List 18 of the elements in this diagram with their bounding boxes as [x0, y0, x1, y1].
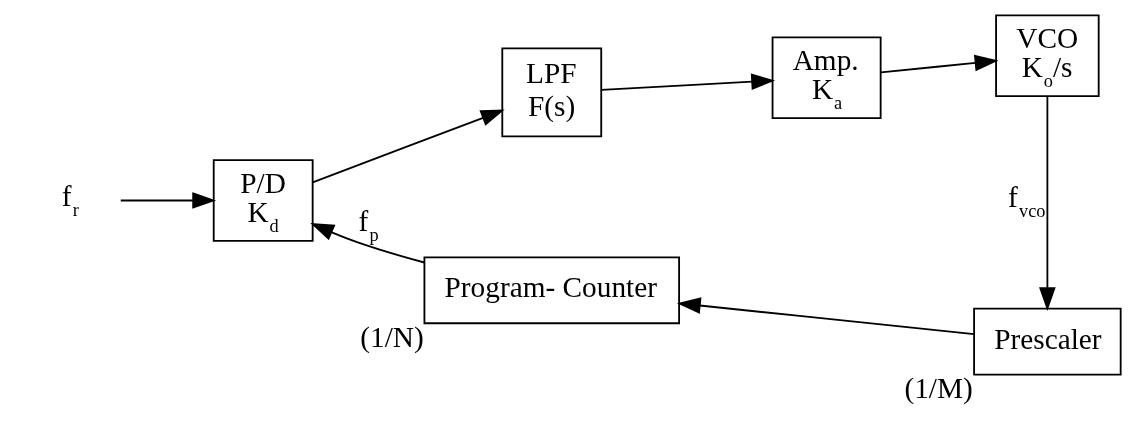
- node-box: LPF F(s): [501, 47, 603, 138]
- arrow: [676, 297, 975, 336]
- node-text: f$_{r}$: [61, 179, 79, 220]
- arrow: [311, 109, 505, 184]
- node-label: (1/M): [904, 372, 973, 405]
- edge-label: f$_{vco}$: [1007, 181, 1046, 222]
- node-box: Prescaler: [973, 307, 1122, 376]
- arrow: [119, 192, 217, 209]
- node-box: VCO K$_{o}$/s: [995, 14, 1100, 97]
- node-box: Program- Counter: [423, 256, 680, 325]
- arrow: [1039, 95, 1056, 311]
- edge-label: f$_{p}$: [358, 205, 379, 246]
- node-box: P/D K$_{d}$: [212, 159, 314, 242]
- node-box: Amp. K$_{a}$: [771, 36, 882, 119]
- arrow: [600, 73, 776, 91]
- arrow: [310, 222, 426, 264]
- arrow: [880, 54, 999, 74]
- node-label: (1/N): [360, 320, 424, 353]
